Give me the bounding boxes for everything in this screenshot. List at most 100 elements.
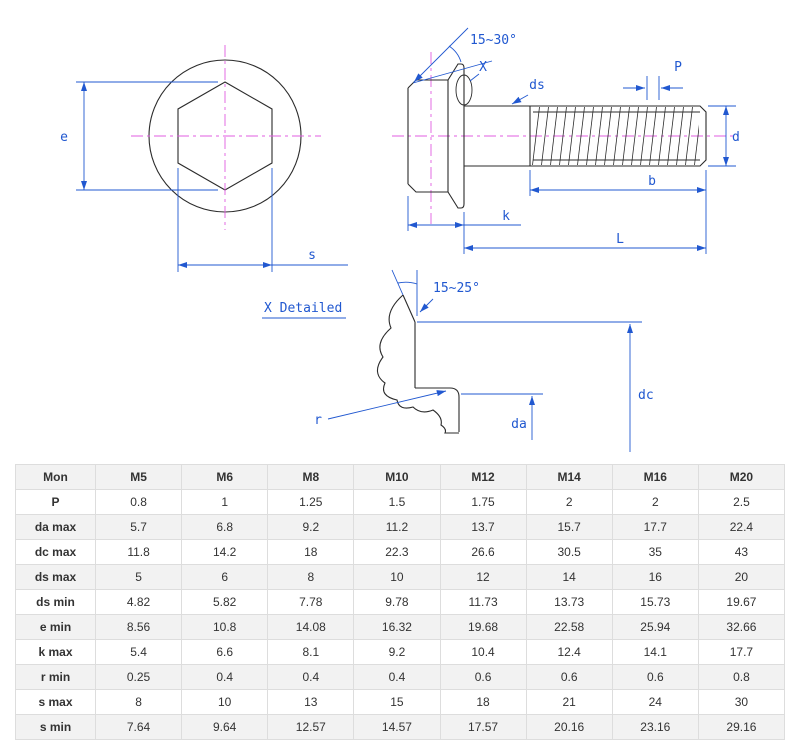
table-cell: 16.32 [353, 614, 441, 640]
table-cell: 7.78 [267, 589, 355, 615]
front-extension-lines [76, 81, 348, 272]
table-cell: 5.7 [94, 514, 183, 540]
table-cell: 21 [525, 689, 613, 715]
col-header: M12 [439, 464, 527, 490]
l-label: L [616, 232, 624, 247]
table-cell: 8.56 [94, 614, 183, 640]
ds-label: ds [529, 78, 545, 93]
table-cell: 20 [697, 564, 786, 590]
table-cell: 13.7 [439, 514, 527, 540]
table-cell: 14.2 [181, 539, 269, 565]
p-label: P [674, 60, 682, 75]
table-cell: 17.57 [439, 714, 527, 740]
x-detail-ellipse [455, 74, 473, 106]
detail-blue-lines [391, 269, 642, 395]
table-cell: 30.5 [525, 539, 613, 565]
table-cell: 1.5 [353, 489, 441, 515]
table-cell: 9.78 [353, 589, 441, 615]
s-label: s [308, 248, 316, 263]
da-label: da [511, 417, 527, 432]
table-cell: 8.1 [267, 639, 355, 665]
col-header: M10 [353, 464, 441, 490]
table-cell: 10 [353, 564, 441, 590]
table-cell: 5 [94, 564, 183, 590]
d-label: d [732, 130, 740, 145]
row-label: r min [15, 664, 96, 690]
table-cell: 16 [611, 564, 699, 590]
table-cell: 30 [697, 689, 786, 715]
r-label: r [314, 413, 322, 428]
table-cell: 9.2 [267, 514, 355, 540]
angle-arc [448, 45, 462, 63]
table-cell: 0.8 [94, 489, 183, 515]
table-cell: 1.75 [439, 489, 527, 515]
table-cell: 18 [267, 539, 355, 565]
chamfer-angle-leader [413, 27, 469, 83]
row-label: ds min [15, 589, 96, 615]
table-cell: 10 [181, 689, 269, 715]
r-leader [327, 390, 447, 420]
table-cell: 12.4 [525, 639, 613, 665]
table-cell: 10.8 [181, 614, 269, 640]
table-cell: 2.5 [697, 489, 786, 515]
table-cell: 5.4 [94, 639, 183, 665]
col-header: M8 [267, 464, 355, 490]
table-cell: 6.8 [181, 514, 269, 540]
table-cell: 1 [181, 489, 269, 515]
table-cell: 17.7 [697, 639, 786, 665]
table-cell: 22.3 [353, 539, 441, 565]
table-cell: 18 [439, 689, 527, 715]
detail-view: X Detailed 15~25° r da dc [262, 269, 654, 452]
b-label: b [648, 174, 656, 189]
table-cell: 0.25 [94, 664, 183, 690]
table-cell: 26.6 [439, 539, 527, 565]
detail-angle-leader [419, 298, 434, 313]
table-cell: 43 [697, 539, 786, 565]
table-cell: 17.7 [611, 514, 699, 540]
table-cell: 8 [94, 689, 183, 715]
e-label: e [60, 130, 68, 145]
table-cell: 14.08 [267, 614, 355, 640]
x-label: X [479, 60, 487, 75]
table-cell: 5.82 [181, 589, 269, 615]
table-cell: 10.4 [439, 639, 527, 665]
table-cell: 9.64 [181, 714, 269, 740]
table-cell: 19.68 [439, 614, 527, 640]
table-cell: 0.6 [611, 664, 699, 690]
row-label: e min [15, 614, 96, 640]
detail-angle-label: 15~25° [433, 281, 480, 296]
table-cell: 25.94 [611, 614, 699, 640]
detail-outline [376, 294, 460, 434]
table-cell: 15.7 [525, 514, 613, 540]
row-label: dc max [15, 539, 96, 565]
col-header: M6 [181, 464, 269, 490]
table-cell: 12.57 [267, 714, 355, 740]
row-label: da max [15, 514, 96, 540]
table-cell: 12 [439, 564, 527, 590]
col-header-name: Mon [15, 464, 96, 490]
table-cell: 11.8 [94, 539, 183, 565]
table-cell: 9.2 [353, 639, 441, 665]
table-cell: 2 [611, 489, 699, 515]
row-label: s min [15, 714, 96, 740]
table-cell: 0.6 [439, 664, 527, 690]
table-cell: 29.16 [697, 714, 786, 740]
detail-title: X Detailed [264, 301, 342, 316]
row-label: s max [15, 689, 96, 715]
table-cell: 13 [267, 689, 355, 715]
col-header: M14 [525, 464, 613, 490]
table-cell: 0.6 [525, 664, 613, 690]
k-label: k [502, 209, 510, 224]
table-cell: 2 [525, 489, 613, 515]
ds-leader [511, 94, 529, 105]
